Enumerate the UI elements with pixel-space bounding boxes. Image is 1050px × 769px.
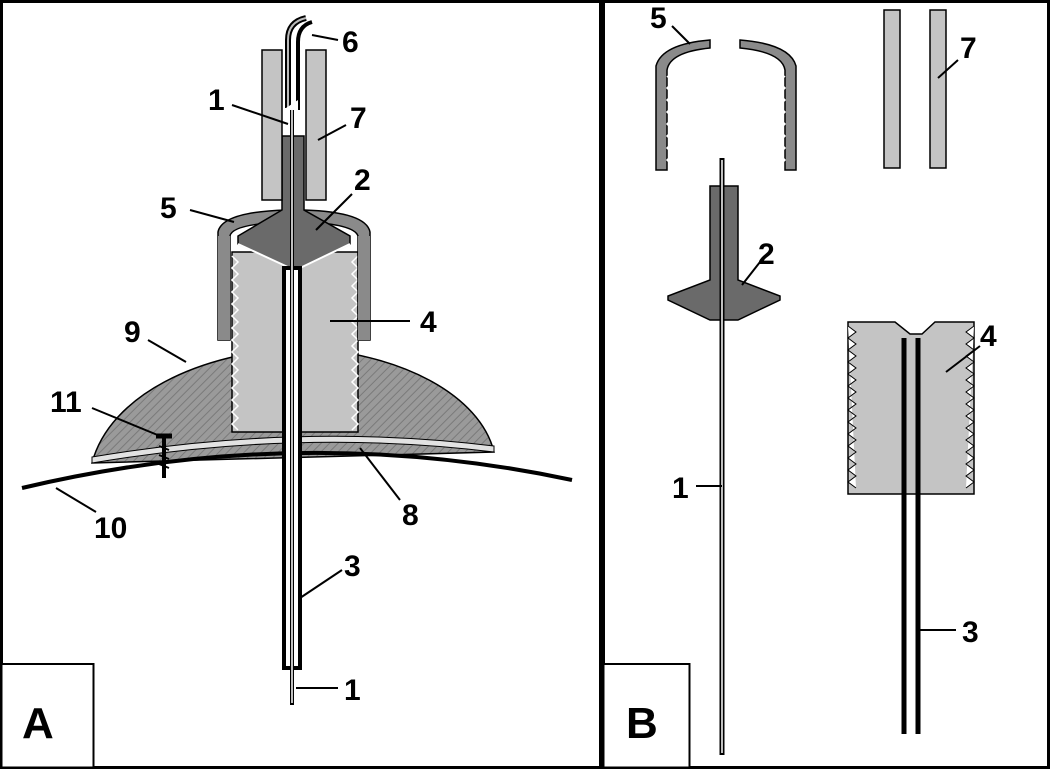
sleeve-left-b: [883, 9, 901, 169]
threaded-base-threads-left: [230, 255, 240, 431]
cap-left-threads: [665, 75, 675, 167]
label-threaded-base: 4: [420, 306, 437, 339]
label-bottom-layer: 8: [402, 499, 419, 532]
panel-b-frame: [602, 0, 1050, 769]
panel-b-letter-box: [602, 663, 691, 769]
sleeve-right-b: [929, 9, 947, 169]
bottom-layer: [91, 435, 495, 464]
label-probe-b: 1: [672, 472, 689, 505]
panel-a-letter-box: [0, 663, 95, 769]
label-probe-bottom: 1: [344, 674, 361, 707]
cable-second: [296, 20, 313, 110]
panel-b-leader-lines: [671, 25, 981, 631]
label-guide-tube: 3: [344, 550, 361, 583]
label-sleeve-b: 7: [960, 32, 977, 65]
label-sleeve: 7: [350, 102, 367, 135]
panel-b: 5 7 2 4 1 3 B: [602, 0, 1050, 769]
label-guide-tube-b: 3: [962, 616, 979, 649]
cap-outer-body-right: [358, 236, 370, 340]
panel-a: 6 1 7 2 5 4 9 11 8 10 3 1 A: [0, 0, 602, 769]
sleeve-left: [261, 49, 283, 201]
cap-left-half: [655, 39, 711, 171]
sleeve-right: [305, 49, 327, 201]
label-cement-dome: 9: [124, 316, 141, 349]
panel-a-leader-lines: [55, 34, 410, 689]
label-cone-b: 2: [758, 238, 775, 271]
label-screw: 11: [50, 386, 82, 419]
panel-b-letter: B: [626, 699, 658, 748]
cap-outer-body: [218, 236, 230, 340]
cap-right-threads: [777, 75, 787, 167]
cable-inner: [287, 17, 307, 108]
label-probe-top: 1: [208, 84, 225, 117]
label-threaded-base-b: 4: [980, 320, 997, 353]
cap-right-half: [739, 39, 797, 171]
probe-tip-highlight: [283, 100, 298, 110]
label-skull: 10: [94, 512, 127, 545]
label-cable: 6: [342, 26, 359, 59]
panel-a-letter: A: [22, 699, 54, 748]
threaded-base-threads-right: [350, 255, 360, 431]
threaded-base-b: [847, 321, 975, 495]
label-cap: 5: [160, 192, 177, 225]
threaded-base-b-threads-left: [847, 325, 857, 489]
label-cap-b: 5: [650, 2, 667, 35]
label-cone: 2: [354, 164, 371, 197]
